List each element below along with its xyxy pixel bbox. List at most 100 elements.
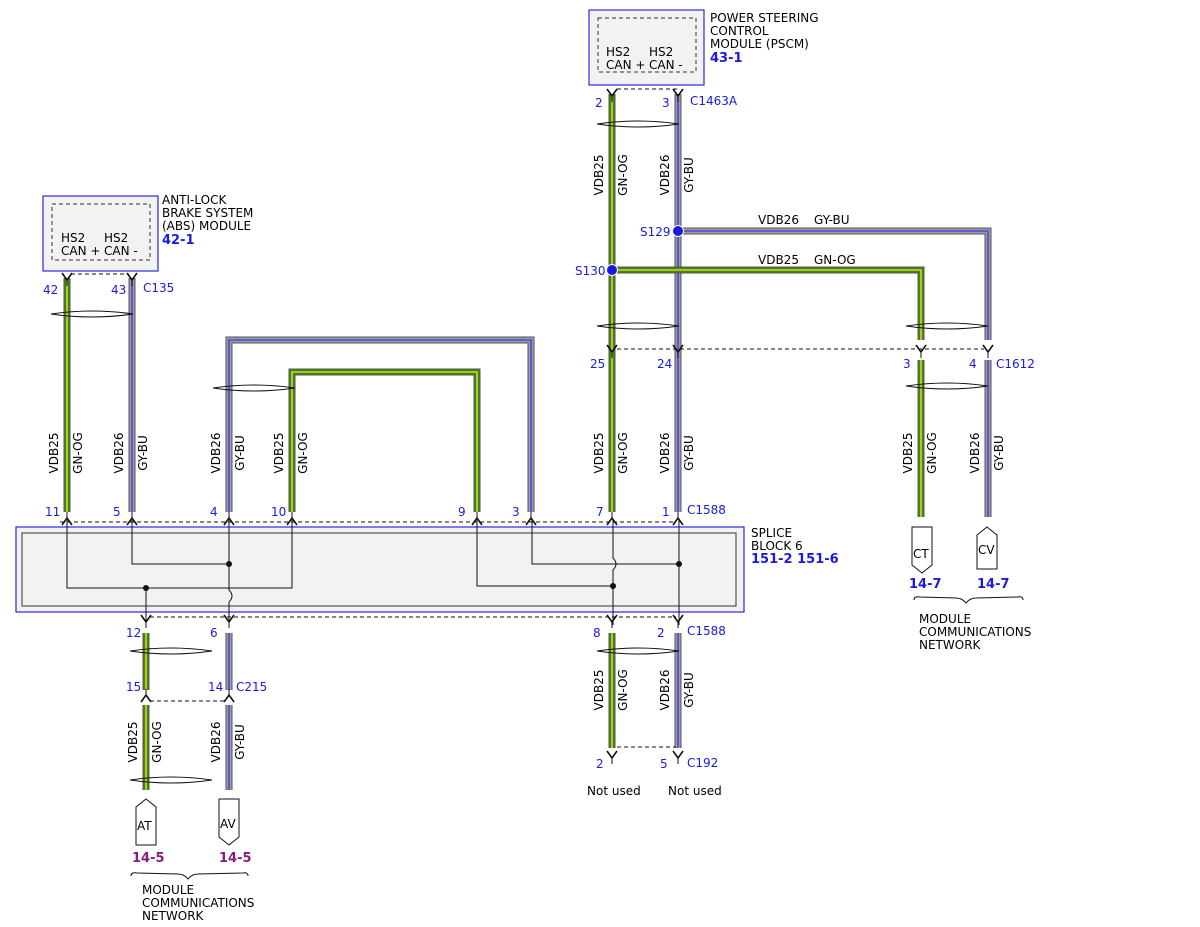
c1463a-pin-3: 3: [662, 96, 670, 110]
c1588-pin-7: 7: [596, 505, 604, 519]
wire-color-label: GN-OG: [150, 721, 164, 763]
c215-pin-15: 15: [126, 680, 141, 694]
network-brace-right: [913, 596, 1024, 604]
wire-color-label: GY-BU: [233, 435, 247, 471]
wire-color-label: GY-BU: [992, 435, 1006, 471]
pin-labels: 2 3 C1463A 42 43 C135 3 4 C1612 25 24 11…: [43, 94, 1035, 771]
pscm-pin-b-line2: CAN -: [649, 58, 683, 72]
c1612-pin-4: 4: [969, 357, 977, 371]
wire-color-label: GN-OG: [71, 432, 85, 474]
not-used-left: Not used: [587, 784, 641, 798]
network-groups: MODULE COMMUNICATIONS NETWORK MODULE COM…: [130, 596, 1031, 923]
wire-layer: [63, 94, 992, 790]
network-left-line2: COMMUNICATIONS: [142, 896, 254, 910]
connector-arrow: [672, 750, 684, 760]
wire-circuit-label: VDB26: [658, 433, 672, 474]
wire-color-label: GN-OG: [616, 154, 630, 196]
wire-color-label: GN-OG: [296, 432, 310, 474]
splice-block-ref: 151-2 151-6: [751, 552, 839, 567]
network-right-line2: COMMUNICATIONS: [919, 625, 1031, 639]
abs-module: HS2 CAN + HS2 CAN - ANTI-LOCK BRAKE SYST…: [42, 193, 253, 272]
network-right-line3: NETWORK: [919, 638, 982, 652]
c1588-pin-5: 5: [113, 505, 121, 519]
pscm-title-line3: MODULE (PSCM): [710, 37, 809, 51]
wire-circuit-label: VDB25: [126, 722, 140, 763]
connector-lines: [60, 88, 984, 748]
pscm-ref: 43-1: [710, 51, 743, 66]
wire-color-label: GY-BU: [682, 435, 696, 471]
c1588-pin-8: 8: [593, 626, 601, 640]
wire-circuit-label: VDB25: [592, 433, 606, 474]
c1463a-name: C1463A: [690, 94, 738, 108]
c135-name: C135: [143, 281, 174, 295]
c215-pin-14: 14: [208, 680, 223, 694]
twist-c215: [129, 776, 213, 784]
wire-loop-vdb25: [288, 368, 481, 512]
pscm-pin-a-line2: CAN +: [606, 58, 645, 72]
splice-block-title-line1: SPLICE: [751, 526, 792, 540]
connector-arrow: [672, 614, 684, 624]
connector-arrow: [223, 693, 235, 703]
abs-title-line2: BRAKE SYSTEM: [162, 206, 253, 220]
c1463a-pin-2: 2: [595, 96, 603, 110]
abs-title-line3: (ABS) MODULE: [162, 219, 251, 233]
c1588-pin-9: 9: [458, 505, 466, 519]
splice-block-title-line2: BLOCK 6: [751, 539, 803, 553]
wire-circuit-label: VDB26: [112, 433, 126, 474]
not-used-right: Not used: [668, 784, 722, 798]
network-right-line1: MODULE: [919, 612, 971, 626]
wire-color-label: GY-BU: [682, 672, 696, 708]
terminal-ct-ref: 14-7: [909, 577, 942, 592]
abs-pin-a-line1: HS2: [61, 231, 85, 245]
terminal-av-ref: 14-5: [219, 851, 252, 866]
abs-pin-a-line2: CAN +: [61, 244, 100, 258]
network-left-line3: NETWORK: [142, 909, 205, 923]
terminal-at-ref: 14-5: [132, 851, 165, 866]
wire-color-label: GY-BU: [136, 435, 150, 471]
c1588-pin-11: 11: [45, 505, 60, 519]
twist-c1588-bottom-left: [129, 647, 213, 655]
wire-circuit-label: VDB26: [209, 722, 223, 763]
connector-arrow: [982, 344, 994, 354]
wire-circuit-label: VDB26: [209, 433, 223, 474]
s130-color: GN-OG: [814, 253, 856, 267]
c1588-pin-6: 6: [210, 626, 218, 640]
c1588-pin-2: 2: [657, 626, 665, 640]
abs-pin-b-line1: HS2: [104, 231, 128, 245]
connector-arrow: [140, 693, 152, 703]
c1588-pin-1: 1: [662, 505, 670, 519]
pscm-pin-a-line1: HS2: [606, 45, 630, 59]
c1612-pin-3: 3: [903, 357, 911, 371]
abs-title-line1: ANTI-LOCK: [162, 193, 227, 207]
c192-pin-5: 5: [660, 757, 668, 771]
terminal-at-label: AT: [137, 819, 152, 833]
connector-arrow: [672, 516, 684, 526]
wire-circuit-label: VDB25: [592, 155, 606, 196]
c135-pin-43: 43: [111, 283, 126, 297]
terminal-ct-label: CT: [913, 547, 929, 561]
c1612-name: C1612: [996, 357, 1035, 371]
wire-color-label: GN-OG: [616, 669, 630, 711]
twist-abs: [50, 310, 134, 318]
wire-circuit-label: VDB26: [658, 155, 672, 196]
splice-s129-dot: [672, 225, 684, 237]
s129-circuit: VDB26: [758, 213, 799, 227]
s129-color: GY-BU: [814, 213, 850, 227]
wire-circuit-label: VDB25: [47, 433, 61, 474]
terminal-at: [135, 798, 157, 846]
wire-s130-branch: [612, 266, 925, 340]
wire-color-label: GN-OG: [925, 432, 939, 474]
terminal-av-label: AV: [220, 817, 236, 831]
twist-loop: [212, 384, 296, 392]
c192-pin-2: 2: [596, 757, 604, 771]
splice-s130-label: S130: [575, 264, 606, 278]
wire-loop-vdb26: [225, 336, 535, 512]
wire-circuit-label: VDB25: [272, 433, 286, 474]
c1588-pin-3: 3: [512, 505, 520, 519]
c1588-pin-4: 4: [210, 505, 218, 519]
c135-pin-42: 42: [43, 283, 58, 297]
c215-name: C215: [236, 680, 267, 694]
c1588-pin-24: 24: [657, 357, 672, 371]
terminal-av: [218, 798, 240, 846]
